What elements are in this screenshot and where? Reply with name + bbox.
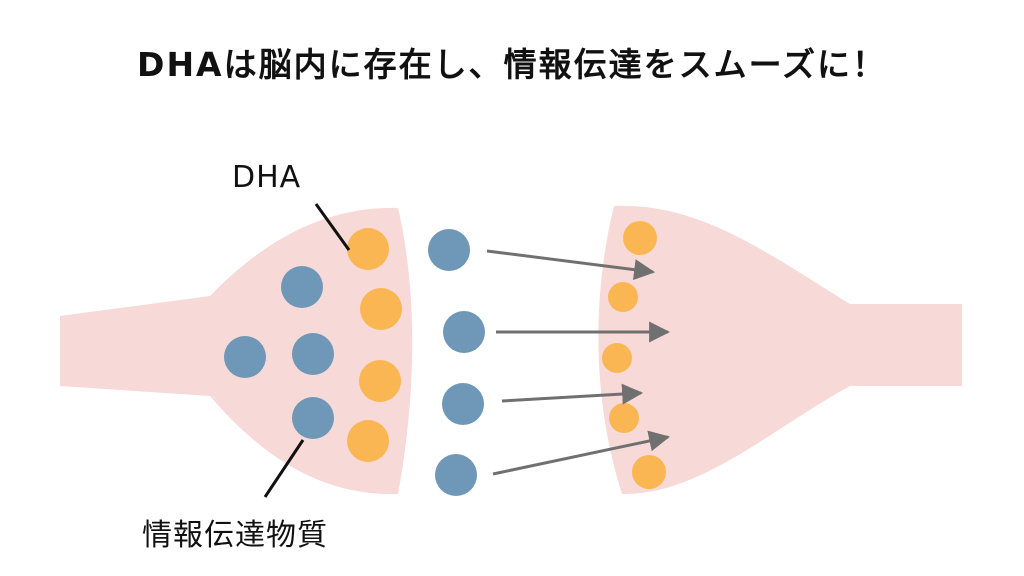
transmission-arrow <box>486 249 656 281</box>
dha-vesicle <box>360 288 402 330</box>
transmission-arrow <box>501 383 644 405</box>
dha-vesicle <box>602 343 632 373</box>
dha-leader-line <box>314 203 351 251</box>
page-title: DHAは脳内に存在し、情報伝達をスムーズに！ <box>137 45 887 84</box>
dha-vesicle <box>608 282 638 312</box>
neurotransmitter-molecule <box>435 454 477 496</box>
neurotransmitter-molecule <box>281 266 323 308</box>
dha-vesicle <box>359 360 401 402</box>
dha-vesicle <box>347 420 389 462</box>
neurotransmitter-molecule <box>443 311 485 353</box>
neurotransmitter-molecule <box>292 333 334 375</box>
dha-vesicle <box>623 221 657 255</box>
receptor-vesicles <box>602 221 666 489</box>
dha-vesicle <box>347 228 389 270</box>
dha-label: DHA <box>232 160 302 195</box>
transmission-arrows <box>486 249 671 476</box>
neurotransmitter-leader-line <box>263 439 305 498</box>
dha-vesicle <box>609 403 639 433</box>
neurotransmitter-molecule <box>292 397 334 439</box>
dha-vesicle <box>632 455 666 489</box>
postsynaptic-neuron <box>598 205 962 495</box>
dha-vesicles <box>347 228 402 462</box>
transmission-arrow <box>492 430 671 476</box>
neurotransmitters-released <box>428 229 485 496</box>
neurotransmitter-molecule <box>428 229 470 271</box>
neurotransmitter-label: 情報伝達物質 <box>142 518 328 553</box>
neurotransmitters-inside <box>224 266 334 439</box>
neurotransmitter-molecule <box>224 336 266 378</box>
neurotransmitter-molecule <box>442 383 484 425</box>
